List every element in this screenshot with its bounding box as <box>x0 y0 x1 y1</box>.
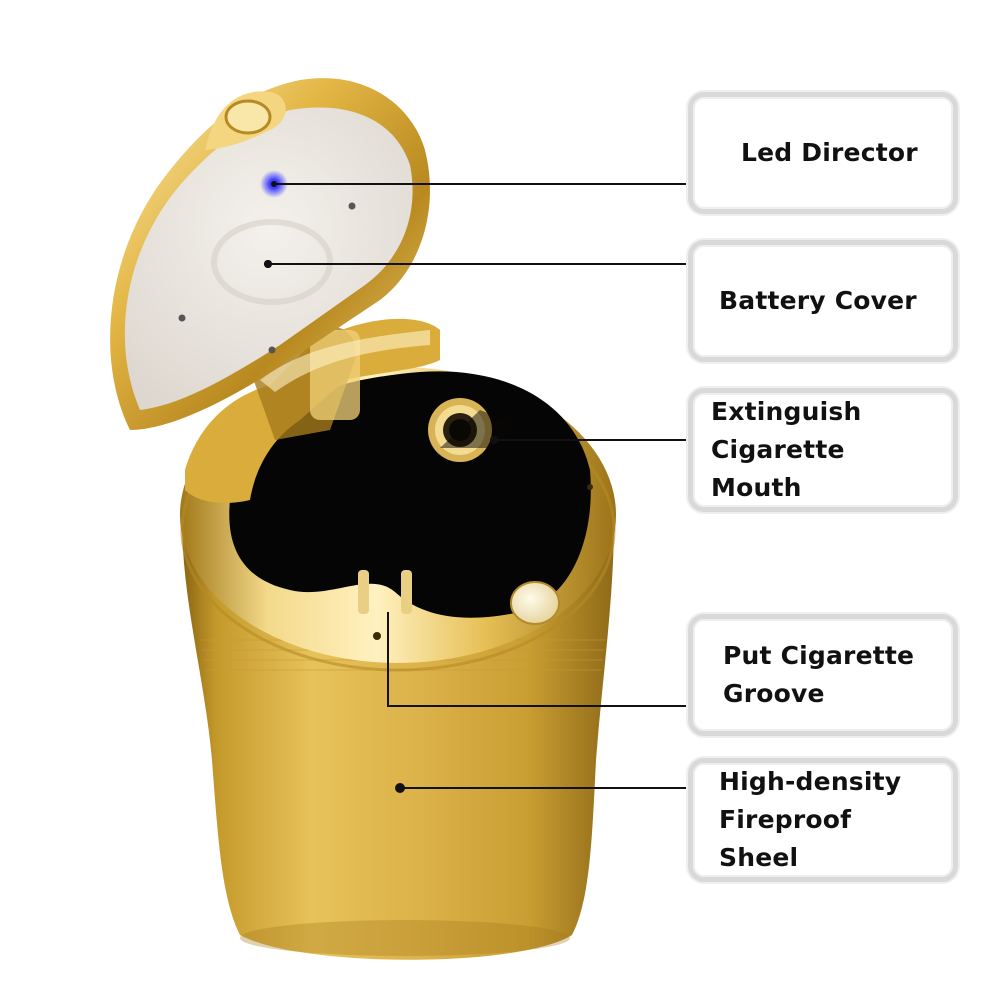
callout-battery-cover-label: Battery Cover <box>719 286 917 315</box>
callout-led-director-label: Led Director <box>741 138 918 167</box>
leader-line-groove <box>387 612 690 707</box>
callout-extinguish-mouth: Extinguish Cigarette Mouth <box>688 388 958 512</box>
leader-dots <box>264 181 498 793</box>
cigarette-groove <box>358 570 412 640</box>
extinguish-mouth <box>428 398 505 462</box>
lid-screws <box>178 202 356 354</box>
callout-fireproof-shell: High-density Fireproof Sheel <box>688 758 958 882</box>
callout-battery-cover: Battery Cover <box>688 240 958 362</box>
leader-lines <box>268 183 690 789</box>
callout-cigarette-groove-label: Put Cigarette Groove <box>723 641 915 708</box>
callout-led-director: Led Director <box>688 92 958 214</box>
callout-extinguish-mouth-label: Extinguish Cigarette Mouth <box>711 397 862 502</box>
rim-button <box>510 484 593 625</box>
callout-fireproof-shell-label: High-density Fireproof Sheel <box>719 767 902 872</box>
callout-cigarette-groove: Put Cigarette Groove <box>688 614 958 736</box>
